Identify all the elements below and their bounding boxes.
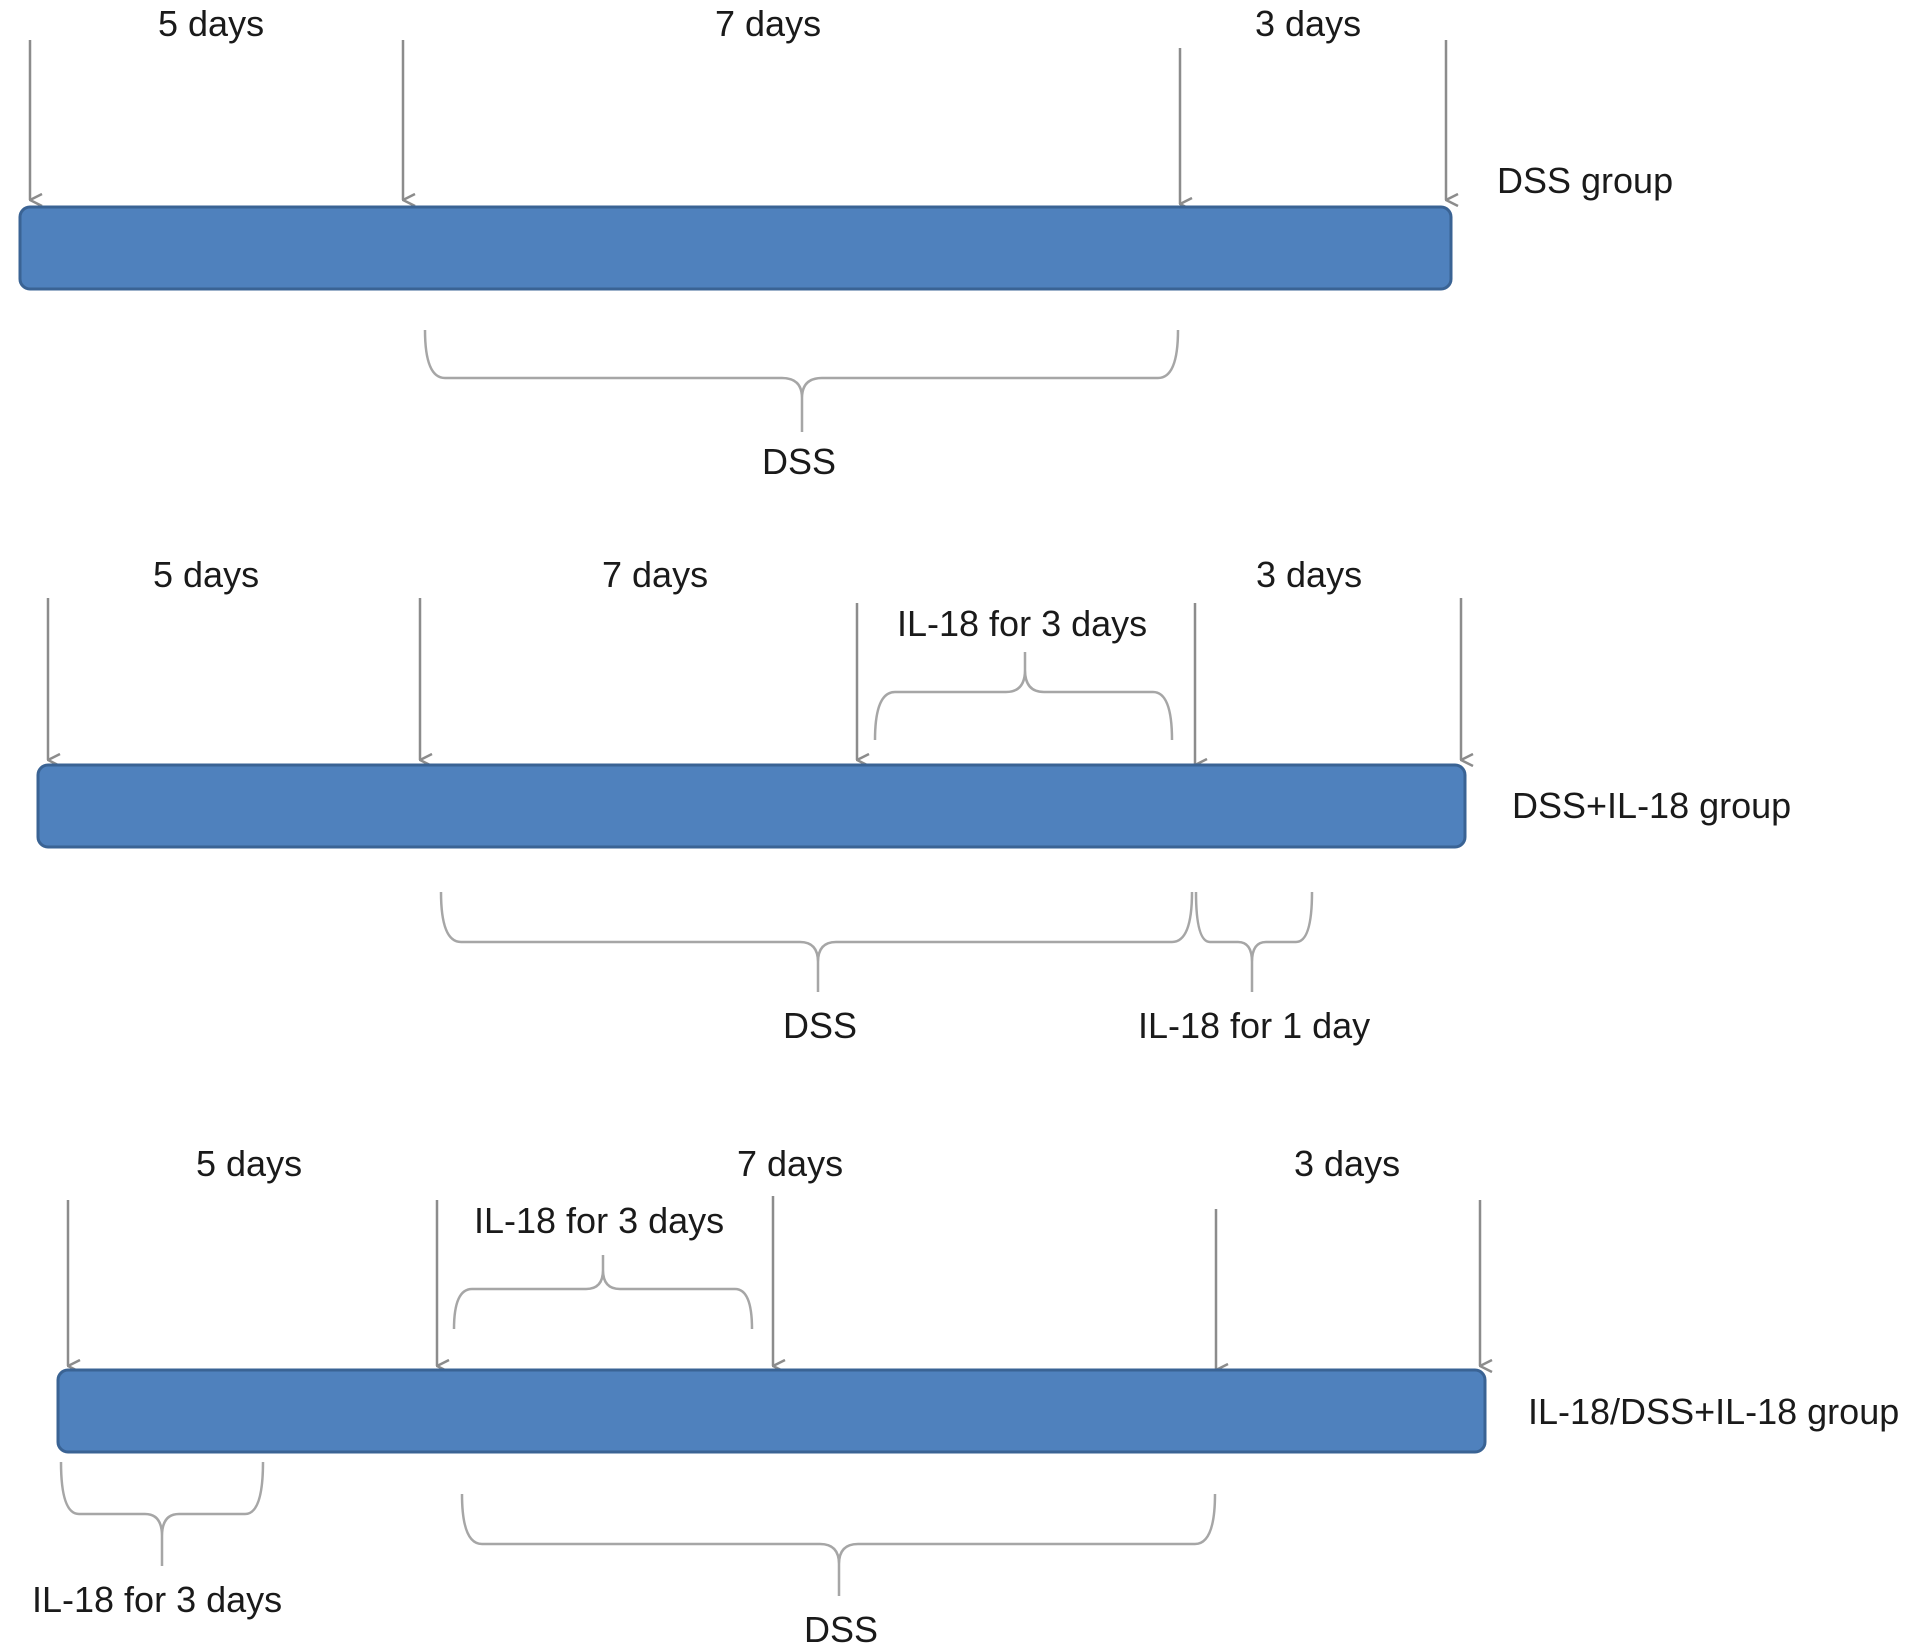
il18-bottom-bracket [59,1461,265,1566]
dss-bracket [439,891,1194,992]
group-label: IL-18/DSS+IL-18 group [1528,1391,1899,1432]
period-label-3-days: 3 days [1294,1143,1400,1184]
bracket-label-il18-3-days-bottom: IL-18 for 3 days [32,1579,282,1620]
timeline-bar [56,1368,1487,1454]
period-label-7-days: 7 days [602,554,708,595]
timeline-bar [36,763,1467,849]
dss-bracket [423,329,1180,432]
timeline-dss-group: 5 days 7 days 3 days DSS group DSS [18,3,1673,482]
bracket-label-il18-3-days: IL-18 for 3 days [474,1200,724,1241]
timeline-il18-dss-il18-group: 5 days 7 days 3 days IL-18 for 3 days IL… [32,1143,1899,1650]
period-label-5-days: 5 days [196,1143,302,1184]
period-label-5-days: 5 days [158,3,264,44]
timeline-bar [18,205,1453,291]
bracket-label-il18-1-day: IL-18 for 1 day [1138,1005,1370,1046]
il18-1-day-bracket [1194,891,1314,992]
period-label-5-days: 5 days [153,554,259,595]
bracket-label-dss: DSS [783,1005,857,1046]
dss-bracket [460,1493,1217,1596]
period-label-3-days: 3 days [1256,554,1362,595]
period-label-7-days: 7 days [715,3,821,44]
il18-top-bracket [452,1255,754,1330]
bracket-label-il18-3-days: IL-18 for 3 days [897,603,1147,644]
period-label-3-days: 3 days [1255,3,1361,44]
il18-top-bracket [873,652,1174,741]
period-label-7-days: 7 days [737,1143,843,1184]
group-label: DSS group [1497,160,1673,201]
group-label: DSS+IL-18 group [1512,785,1791,826]
timeline-dss-il18-group: 5 days 7 days 3 days IL-18 for 3 days DS… [36,554,1791,1046]
bracket-label-dss: DSS [804,1609,878,1650]
bracket-label-dss: DSS [762,441,836,482]
